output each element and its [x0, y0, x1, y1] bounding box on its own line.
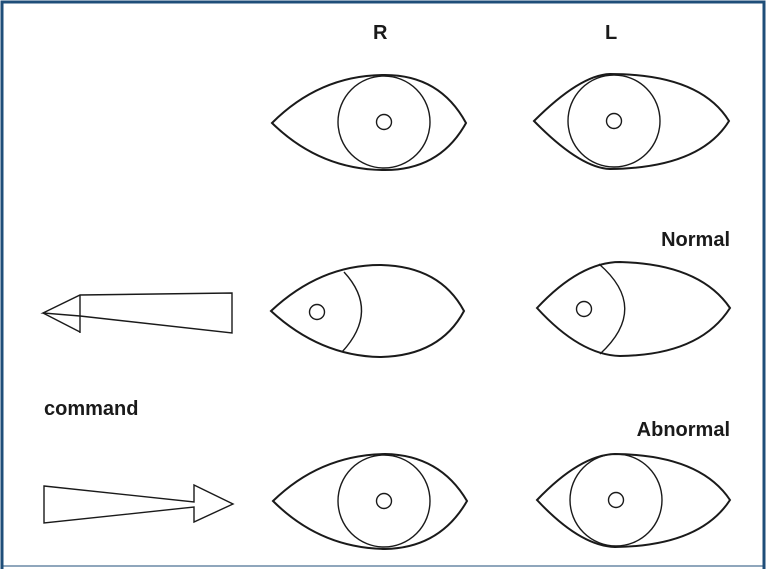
left-eye-abnormal [535, 452, 732, 549]
iris [341, 271, 363, 353]
arrow-right [43, 483, 235, 524]
right-eye-primary [270, 73, 468, 172]
iris [567, 74, 661, 168]
iris [337, 454, 431, 548]
iris [337, 75, 431, 169]
eyelid-outline [270, 73, 468, 172]
eyelid-outline [271, 452, 469, 551]
right-eye-label: R [373, 22, 388, 44]
eyelid-outline [535, 260, 732, 358]
pupil [375, 492, 393, 510]
pupil [375, 113, 393, 131]
abnormal-label: Abnormal [636, 419, 730, 441]
arrow-left [40, 292, 233, 334]
command-label: command [44, 398, 139, 420]
iris [598, 263, 626, 355]
left-eye-label: L [605, 22, 618, 44]
pupil [575, 300, 593, 318]
right-eye-abnormal [271, 452, 469, 551]
left-eye-gaze-left [535, 260, 732, 358]
right-eye-gaze-left [269, 263, 466, 359]
pupil [308, 303, 326, 321]
left-eye-primary [532, 72, 731, 171]
eyelid-outline [535, 452, 732, 549]
pupil [607, 491, 625, 509]
iris [569, 453, 663, 547]
eyelid-outline [532, 72, 731, 171]
pupil [605, 112, 623, 130]
eyelid-outline [269, 263, 466, 359]
normal-label: Normal [661, 229, 730, 251]
